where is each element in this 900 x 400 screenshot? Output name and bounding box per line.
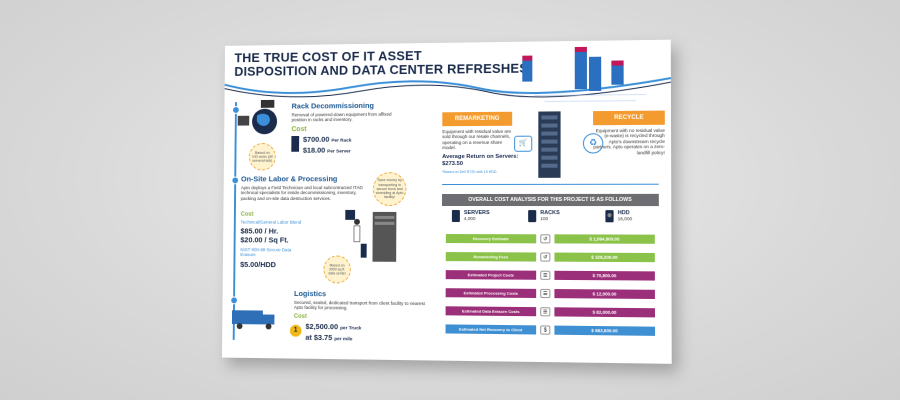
row-label: Estimated Data Erasure Costs (445, 306, 537, 317)
row-icon: ☰ (540, 270, 551, 280)
onsite-cost-label: Cost (240, 211, 254, 218)
rack-description: Removal of powered-down equipment from a… (291, 111, 392, 123)
rack-price-2-unit: Per Server (327, 149, 351, 155)
server-icon (451, 210, 460, 222)
row-label: Remarketing Fees (445, 252, 537, 262)
logistics-heading: Logistics (294, 289, 327, 299)
rack-icon (291, 135, 300, 152)
stat-hdd-value: 16,000 (617, 216, 633, 222)
onsite-bubble-savings: Save money by transporting in secure tru… (372, 172, 407, 206)
onsite-rate-2: $20.00 / Sq Ft. (240, 235, 289, 245)
rack-icon (528, 210, 537, 223)
row-icon: ↺ (540, 234, 551, 244)
logistics-description: Secured, sealed, dedicated transport fro… (293, 299, 426, 311)
analysis-header: OVERALL COST ANALYSIS FOR THIS PROJECT I… (441, 193, 659, 207)
row-label: Estimated Processing Costs (445, 288, 537, 298)
logistics-price-2-unit: per mile (334, 337, 353, 343)
row-icon: ↺ (540, 252, 551, 262)
onsite-rate-3: $5.00/HDD (240, 260, 277, 270)
row-value: $ 683,600.00 (554, 325, 656, 336)
server-tower-icon (538, 111, 561, 178)
row-value: $ 82,000.00 (554, 307, 655, 318)
table-row: Remarketing Fees↺$ 328,200.00 (442, 252, 659, 263)
rack-price-2: $18.00 (302, 145, 326, 155)
divider (442, 183, 659, 186)
row-icon: ☰ (540, 307, 551, 317)
row-label: Estimated Net Recovery to Client (445, 324, 537, 335)
timeline-dot (230, 296, 238, 305)
recycle-banner: RECYCLE (593, 110, 665, 126)
remarketing-average: Average Return on Servers: $273.50 (442, 153, 519, 168)
logistics-price-1-unit: per Truck (340, 326, 362, 332)
hdd-icon (605, 210, 614, 223)
logistics-price-2: at $3.75 (305, 332, 333, 343)
row-icon: $ (540, 325, 551, 335)
step-number-badge: 1 (289, 324, 302, 337)
logistics-price-1: $2,500.00 (305, 321, 339, 332)
remarketing-banner: REMARKETING (442, 111, 513, 127)
row-value: $ 328,200.00 (554, 252, 655, 263)
logistics-price: $2,500.00 per Truck at $3.75 per mile (305, 322, 361, 345)
onsite-nist: NIST 800-88 Secure Data Erasure (240, 247, 292, 258)
row-label: Estimated Project Costs (445, 270, 537, 280)
rack-cost-label: Cost (291, 126, 307, 134)
onsite-rates: $85.00 / Hr. $20.00 / Sq Ft. (240, 227, 288, 245)
rack-price: $700.00 Per Rack $18.00 Per Server (303, 135, 352, 157)
remarketing-description: Equipment with residual value are sold t… (442, 128, 512, 151)
right-column: REMARKETING RECYCLE 🛒 ♻ Equipment with r… (441, 110, 667, 364)
stat-servers-value: 4,000 (463, 216, 476, 222)
recycle-description: Equipment with no residual value (e-wast… (593, 127, 665, 155)
rack-price-1: $700.00 (302, 134, 330, 144)
onsite-description: Apto deploys a Field Technician and loca… (240, 185, 363, 201)
truck-icon (231, 310, 275, 330)
left-column: Rack Decommissioning Removal of powered-… (226, 87, 433, 357)
table-row: Estimated Net Recovery to Client$$ 683,6… (442, 324, 660, 336)
row-value: $ 12,000.00 (554, 289, 655, 299)
technicians-illustration (345, 209, 397, 262)
row-label: Recovery Estimate (445, 234, 537, 244)
cart-icon: 🛒 (514, 135, 533, 152)
onsite-heading: On-Site Labor & Processing (240, 174, 338, 184)
onsite-blend: Technical/General Labor Blend (240, 219, 302, 225)
table-row: Recovery Estimate↺$ 1,094,000.00 (442, 234, 659, 244)
server-stack-illustration (522, 46, 656, 106)
remarketing-footnote: *Based on Dell R720 with 15 HDD (442, 169, 497, 175)
onsite-rate-1: $85.00 / Hr. (240, 226, 279, 236)
table-row: Estimated Data Erasure Costs☰$ 82,000.00 (442, 306, 660, 318)
globe-server-icon (237, 99, 278, 135)
rack-heading: Rack Decommissioning (291, 100, 374, 111)
table-row: Estimated Processing Costs☰$ 12,000.00 (442, 288, 659, 299)
logistics-cost-label: Cost (293, 313, 307, 320)
stat-racks-value: 100 (540, 216, 549, 222)
timeline-dot (231, 176, 240, 185)
onsite-bubble-size: Based on 3500 sq.ft. data center (323, 255, 351, 284)
infographic-sheet: THE TRUE COST OF IT ASSET DISPOSITION AN… (221, 39, 672, 364)
row-icon: ☰ (540, 288, 551, 299)
row-value: $ 1,094,000.00 (554, 234, 655, 244)
table-row: Estimated Project Costs☰$ 70,800.00 (442, 270, 659, 281)
rack-bubble: Based on 100 racks (40 servers/rack) (248, 142, 276, 171)
rack-price-1-unit: Per Rack (331, 138, 352, 144)
row-value: $ 70,800.00 (554, 270, 655, 281)
